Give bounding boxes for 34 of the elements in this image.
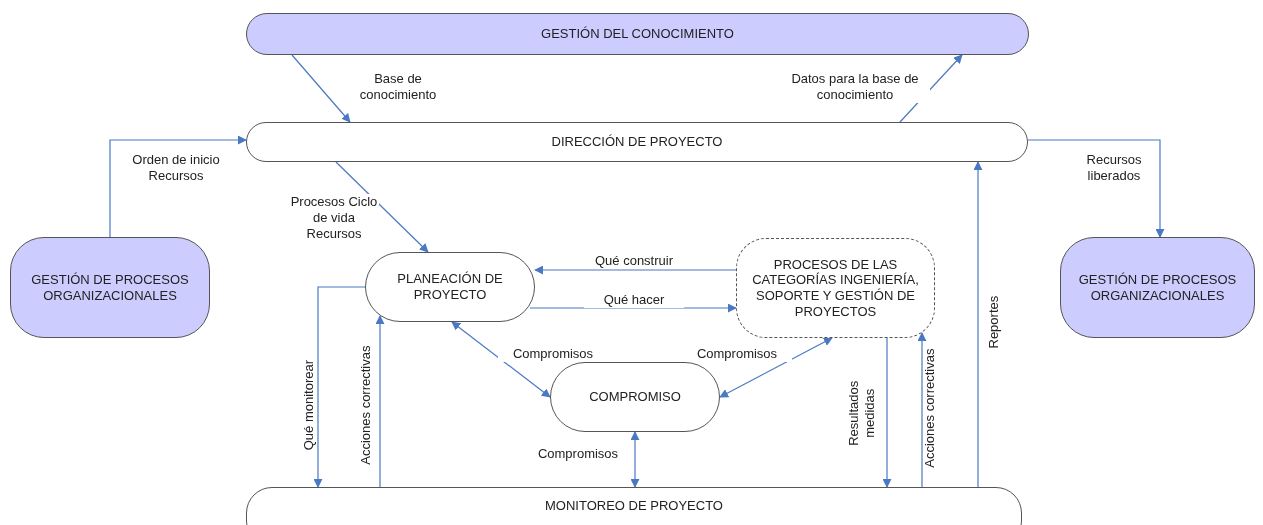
edge-label: Acciones correctivas: [922, 348, 938, 468]
arrow: [882, 337, 892, 488]
node-label: MONITOREO DE PROYECTO: [545, 498, 723, 514]
edge-label: Qué hacer: [584, 292, 684, 309]
node-label: DIRECCIÓN DE PROYECTO: [551, 134, 723, 150]
node-label: PROCESOS DE LAS CATEGORÍAS INGENIERÍA, SOPORTE Y GESTIÓN DE PROYECTOS: [751, 256, 920, 320]
arrow: [529, 303, 737, 313]
arrow: [630, 431, 640, 488]
edge-label: Qué monitorear: [301, 359, 318, 451]
node-label: COMPROMISO: [589, 389, 681, 405]
node-label: GESTIÓN DEL CONOCIMIENTO: [541, 26, 734, 42]
arrow: [291, 54, 351, 123]
process-band: [246, 122, 1028, 162]
process-band: [246, 13, 1029, 55]
arrow: [534, 265, 737, 275]
process-box: [10, 237, 210, 338]
arrow: [719, 337, 833, 398]
arrow: [313, 286, 366, 488]
arrow: [917, 332, 927, 488]
arrow: [375, 315, 385, 488]
process-box: [1060, 237, 1255, 338]
node-label: GESTIÓN DE PROCESOS ORGANIZACIONALES: [30, 271, 190, 304]
edge-label: Reportes: [985, 295, 1002, 349]
arrow: [451, 321, 551, 398]
node-label: GESTIÓN DE PROCESOS ORGANIZACIONALES: [1077, 271, 1238, 304]
edge-label: Acciones correctivas: [358, 345, 374, 465]
process-box: [736, 238, 935, 338]
arrow: [109, 135, 247, 238]
arrow: [335, 161, 429, 253]
node-label: PLANEACIÓN DE PROYECTO: [396, 271, 504, 303]
arrow: [973, 161, 983, 488]
process-box: [365, 252, 535, 322]
edge-label: Resultados medidas: [845, 379, 878, 448]
arrow: [1027, 139, 1165, 238]
